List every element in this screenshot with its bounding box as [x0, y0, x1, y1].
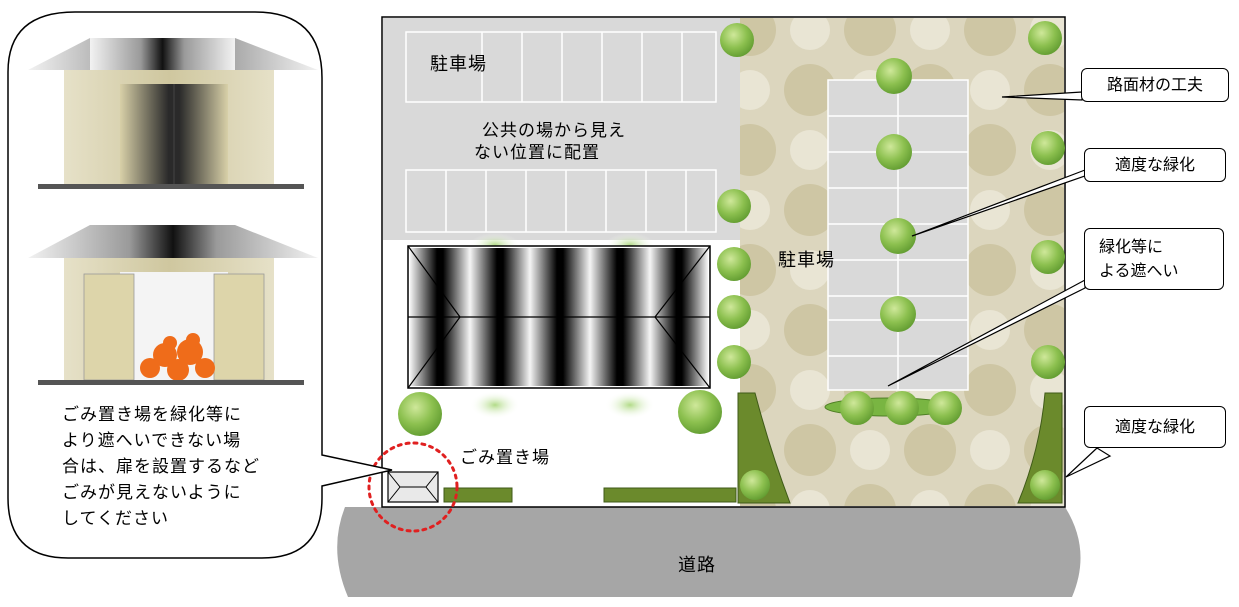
- shrub: [1030, 470, 1060, 500]
- callout-screening-line-2: よる遮へい: [1099, 261, 1179, 280]
- callout-screening: 緑化等に よる遮へい: [1084, 228, 1224, 290]
- shrub: [720, 23, 754, 57]
- inset-note-line-1: ごみ置き場を緑化等に: [62, 405, 242, 425]
- shrub: [880, 218, 916, 254]
- lawn-patch: [605, 391, 655, 419]
- inset-note-line-4: ごみが見えないように: [62, 483, 242, 503]
- shrub: [876, 134, 912, 170]
- garbage-shed-closed: [28, 38, 318, 189]
- garbage-highlight-circle: [367, 441, 459, 533]
- garbage-bin-top-view: [387, 471, 439, 503]
- inset-note-line-5: してください: [62, 509, 169, 529]
- callout-paving: 路面材の工夫: [1081, 68, 1229, 102]
- lawn-patch: [470, 391, 520, 419]
- shrub: [717, 295, 751, 329]
- shrub: [885, 391, 919, 425]
- garbage-shed-open: [28, 225, 318, 385]
- garbage-area-label: ごみ置き場: [460, 448, 550, 468]
- hedge-strip: [603, 487, 737, 503]
- parking-stalls-top: [405, 31, 717, 233]
- road-label: 道路: [678, 555, 716, 576]
- parking-label-top: 駐車場: [430, 54, 487, 75]
- garbage-bags: [140, 333, 215, 381]
- road: [337, 507, 1081, 597]
- shrub: [1031, 131, 1065, 165]
- shrub: [717, 247, 751, 281]
- callout-greening-upper: 適度な緑化: [1084, 148, 1226, 182]
- hidden-position-line-1: 公共の場から見え: [482, 121, 626, 141]
- shrub: [928, 391, 962, 425]
- shrub: [717, 189, 751, 223]
- inset-note: ごみ置き場を緑化等に より遮へいできない場 合は、扉を設置するなど ごみが見えな…: [62, 402, 260, 532]
- shrub: [1028, 21, 1062, 55]
- shrub: [880, 296, 916, 332]
- shrub: [717, 345, 751, 379]
- shrub: [1031, 345, 1065, 379]
- hedge-strip: [443, 487, 513, 503]
- shrub: [678, 390, 722, 434]
- shrubs: [398, 21, 1065, 500]
- callout-greening-lower: 適度な緑化: [1084, 406, 1226, 448]
- shrub: [876, 58, 912, 94]
- shrub: [398, 392, 442, 436]
- building-roof: [407, 245, 711, 389]
- callout-screening-line-1: 緑化等に: [1099, 237, 1164, 256]
- shrub: [740, 470, 770, 500]
- hidden-position-line-2: ない位置に配置: [474, 143, 600, 163]
- callout-pointers: [887, 91, 1112, 478]
- inset-note-line-3: 合は、扉を設置するなど: [62, 457, 260, 477]
- parking-label-right: 駐車場: [778, 250, 835, 271]
- shrub: [840, 391, 874, 425]
- inset-note-line-2: より遮へいできない場: [62, 431, 242, 451]
- shrub: [1031, 240, 1065, 274]
